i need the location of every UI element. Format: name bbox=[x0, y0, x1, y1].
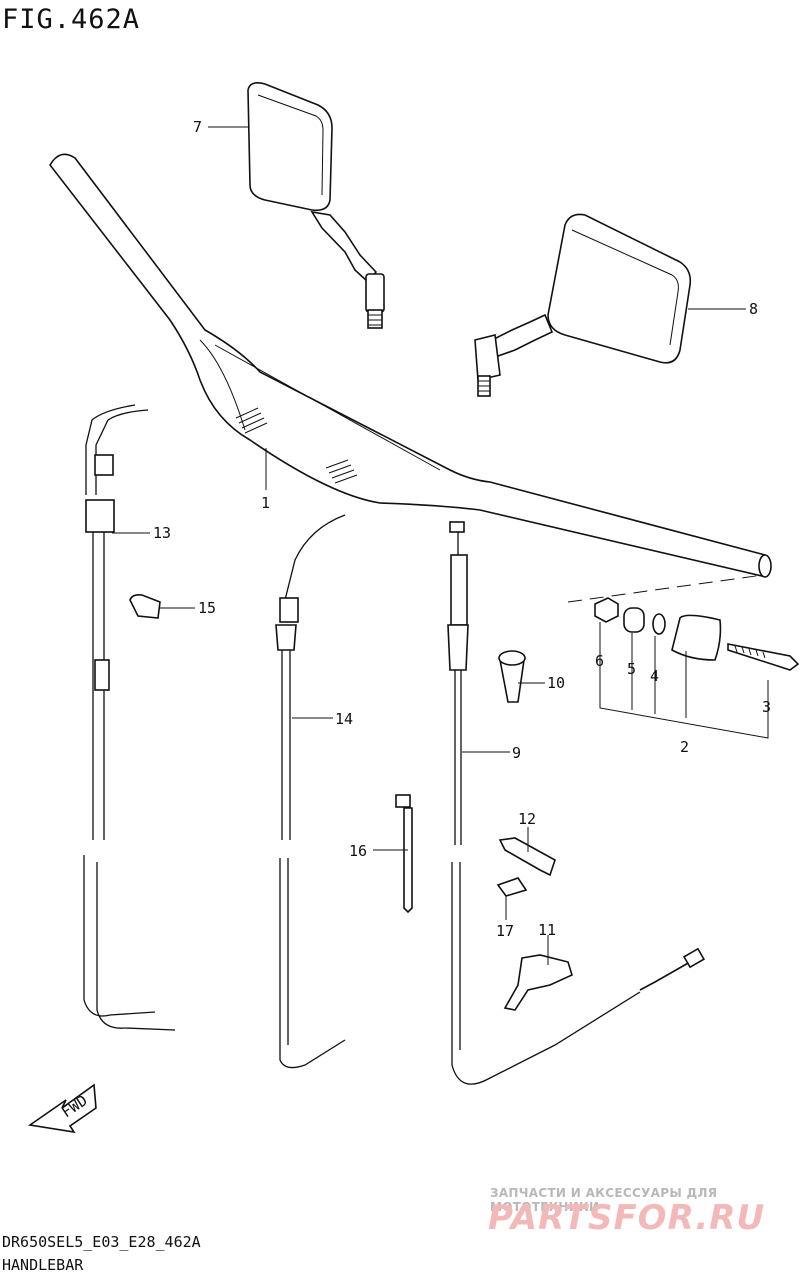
watermark-logo: PARTSFOR.RU bbox=[488, 1198, 766, 1238]
callout-8: 8 bbox=[749, 300, 758, 318]
callout-2: 2 bbox=[680, 738, 689, 756]
clutch-cable-part bbox=[275, 514, 346, 1069]
callout-13: 13 bbox=[153, 524, 171, 542]
callout-10: 10 bbox=[547, 674, 565, 692]
throttle-cables-part bbox=[83, 404, 176, 1031]
bracket-part bbox=[498, 837, 556, 877]
speedometer-cable-part bbox=[447, 521, 706, 1085]
handlebar-part bbox=[49, 153, 772, 578]
bar-grip-band-left bbox=[235, 407, 268, 434]
callout-15: 15 bbox=[198, 599, 216, 617]
mirror-right-part bbox=[474, 213, 692, 397]
callout-6: 6 bbox=[595, 652, 604, 670]
cap-part bbox=[498, 650, 526, 703]
callout-7: 7 bbox=[193, 118, 202, 136]
guide-part bbox=[503, 954, 573, 1011]
callout-5: 5 bbox=[627, 660, 636, 678]
callout-11: 11 bbox=[538, 921, 556, 939]
callout-16: 16 bbox=[349, 842, 367, 860]
callout-9: 9 bbox=[512, 744, 521, 762]
fwd-arrow: FWD bbox=[27, 1083, 97, 1134]
callout-labels: 7 8 1 13 15 6 5 4 10 3 14 2 9 12 16 11 1… bbox=[153, 118, 771, 940]
bar-end-washer-part bbox=[652, 613, 666, 635]
callout-4: 4 bbox=[650, 667, 659, 685]
cable-tie-part bbox=[395, 794, 413, 914]
callout-1: 1 bbox=[261, 494, 270, 512]
callout-3: 3 bbox=[762, 698, 771, 716]
watermark-tagline: ЗАПЧАСТИ И АКСЕССУАРЫ ДЛЯ МОТОТЕХНИКИ bbox=[490, 1186, 718, 1214]
bar-end-collar-part bbox=[623, 607, 645, 633]
bar-grip-band-right bbox=[325, 459, 358, 484]
callout-12: 12 bbox=[518, 810, 536, 828]
bar-end-weight-part bbox=[671, 614, 722, 661]
bar-end-assembly bbox=[567, 574, 800, 739]
callout-17: 17 bbox=[496, 922, 514, 940]
figure-title: FIG.462A bbox=[2, 4, 141, 35]
bar-end-screw-part bbox=[727, 643, 800, 671]
clamp-part bbox=[129, 594, 161, 619]
bar-end-nut-part bbox=[594, 597, 619, 623]
bolt-part bbox=[496, 877, 528, 897]
model-code: DR650SEL5_E03_E28_462A bbox=[2, 1233, 201, 1251]
callout-14: 14 bbox=[335, 710, 353, 728]
leader-lines bbox=[112, 126, 746, 965]
section-name: HANDLEBAR bbox=[2, 1256, 84, 1274]
mirror-left-part bbox=[247, 82, 385, 329]
